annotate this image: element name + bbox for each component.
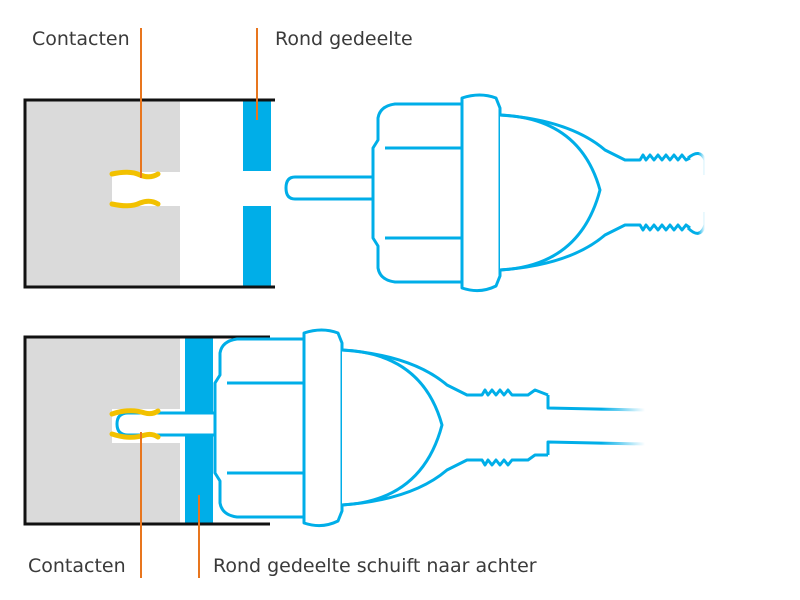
top-plug-ring xyxy=(460,93,502,293)
top-plug-pin xyxy=(284,175,375,201)
top-plug-strain-relief-upper xyxy=(499,113,691,162)
bottom-plug-cable xyxy=(546,395,646,455)
bottom-plug-strain-relief-lower xyxy=(341,453,548,507)
top-round-part-lower xyxy=(243,206,271,286)
top-plug-strain-relief-lower xyxy=(499,223,691,272)
top-contacts-label: Contacten xyxy=(32,28,130,50)
bottom-plug-dome xyxy=(341,348,444,507)
bottom-plug-body xyxy=(213,337,314,519)
top-plug-dome xyxy=(499,113,602,272)
top-panel: Contacten Rond gedeelte xyxy=(23,28,707,293)
bottom-plug xyxy=(115,328,646,528)
bottom-plug-strain-relief-upper xyxy=(341,348,549,397)
top-plug xyxy=(284,93,707,293)
bottom-plug-pin xyxy=(115,411,215,437)
bottom-contacts-label: Contacten xyxy=(28,555,126,577)
top-contact-lower xyxy=(109,198,161,209)
bottom-contact-upper xyxy=(109,408,161,417)
bottom-panel: Contacten Rond gedeelte schuift naar ach… xyxy=(23,328,646,578)
top-socket xyxy=(23,98,275,289)
top-round-part-label: Rond gedeelte xyxy=(275,28,413,50)
bottom-plug-ring xyxy=(302,328,344,528)
top-socket-outline xyxy=(23,98,275,289)
top-plug-body xyxy=(371,102,472,284)
bottom-contact-lower xyxy=(109,431,161,440)
bottom-socket-outline xyxy=(23,335,270,526)
top-plug-cable xyxy=(686,152,707,235)
bottom-round-part-label: Rond gedeelte schuift naar achter xyxy=(213,555,537,577)
